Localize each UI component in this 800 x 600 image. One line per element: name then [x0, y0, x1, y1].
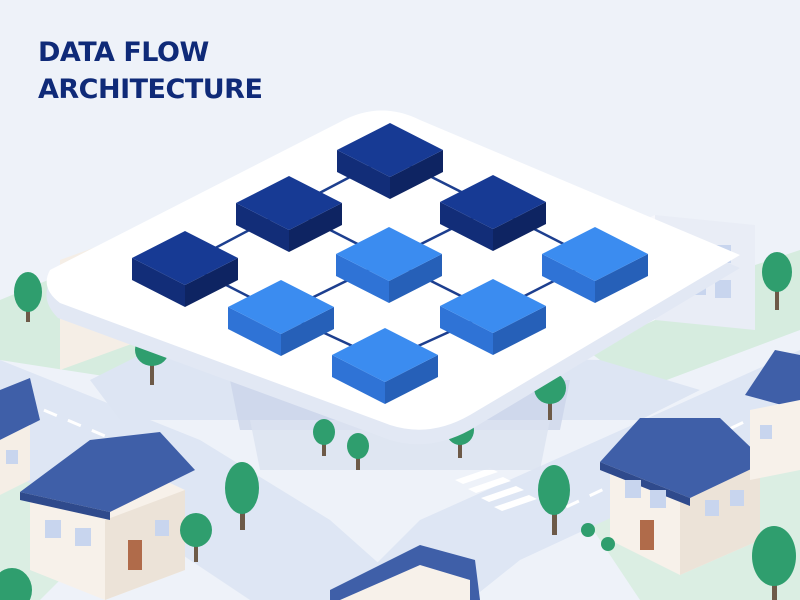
tree-icon [762, 252, 792, 310]
house-left [20, 432, 195, 600]
tree-icon [0, 568, 32, 600]
tree-icon [14, 272, 42, 322]
tree-icon [347, 433, 369, 470]
data-block-n3 [440, 175, 546, 251]
data-block-n2 [236, 176, 342, 252]
house-bottom [330, 545, 480, 600]
house-right-edge [745, 350, 800, 480]
house-right [600, 418, 766, 575]
tree-icon [538, 465, 570, 535]
data-block-n7 [228, 280, 334, 356]
tree-icon [752, 526, 796, 600]
title-line-2: ARCHITECTURE [38, 74, 263, 105]
house-left-edge [0, 378, 40, 495]
data-block-n1 [337, 123, 443, 199]
data-block-n4 [132, 231, 238, 307]
bush-icon [581, 523, 615, 551]
crosswalk [455, 468, 537, 511]
data-block-n5 [336, 227, 442, 303]
data-blocks [132, 123, 648, 404]
data-block-n8 [440, 279, 546, 355]
tree-icon [313, 419, 335, 456]
page-title: DATA FLOW ARCHITECTURE [38, 34, 263, 108]
data-block-n9 [332, 328, 438, 404]
tree-icon [180, 513, 212, 562]
title-line-1: DATA FLOW [38, 37, 209, 68]
data-block-n6 [542, 227, 648, 303]
tree-icon [225, 462, 259, 530]
